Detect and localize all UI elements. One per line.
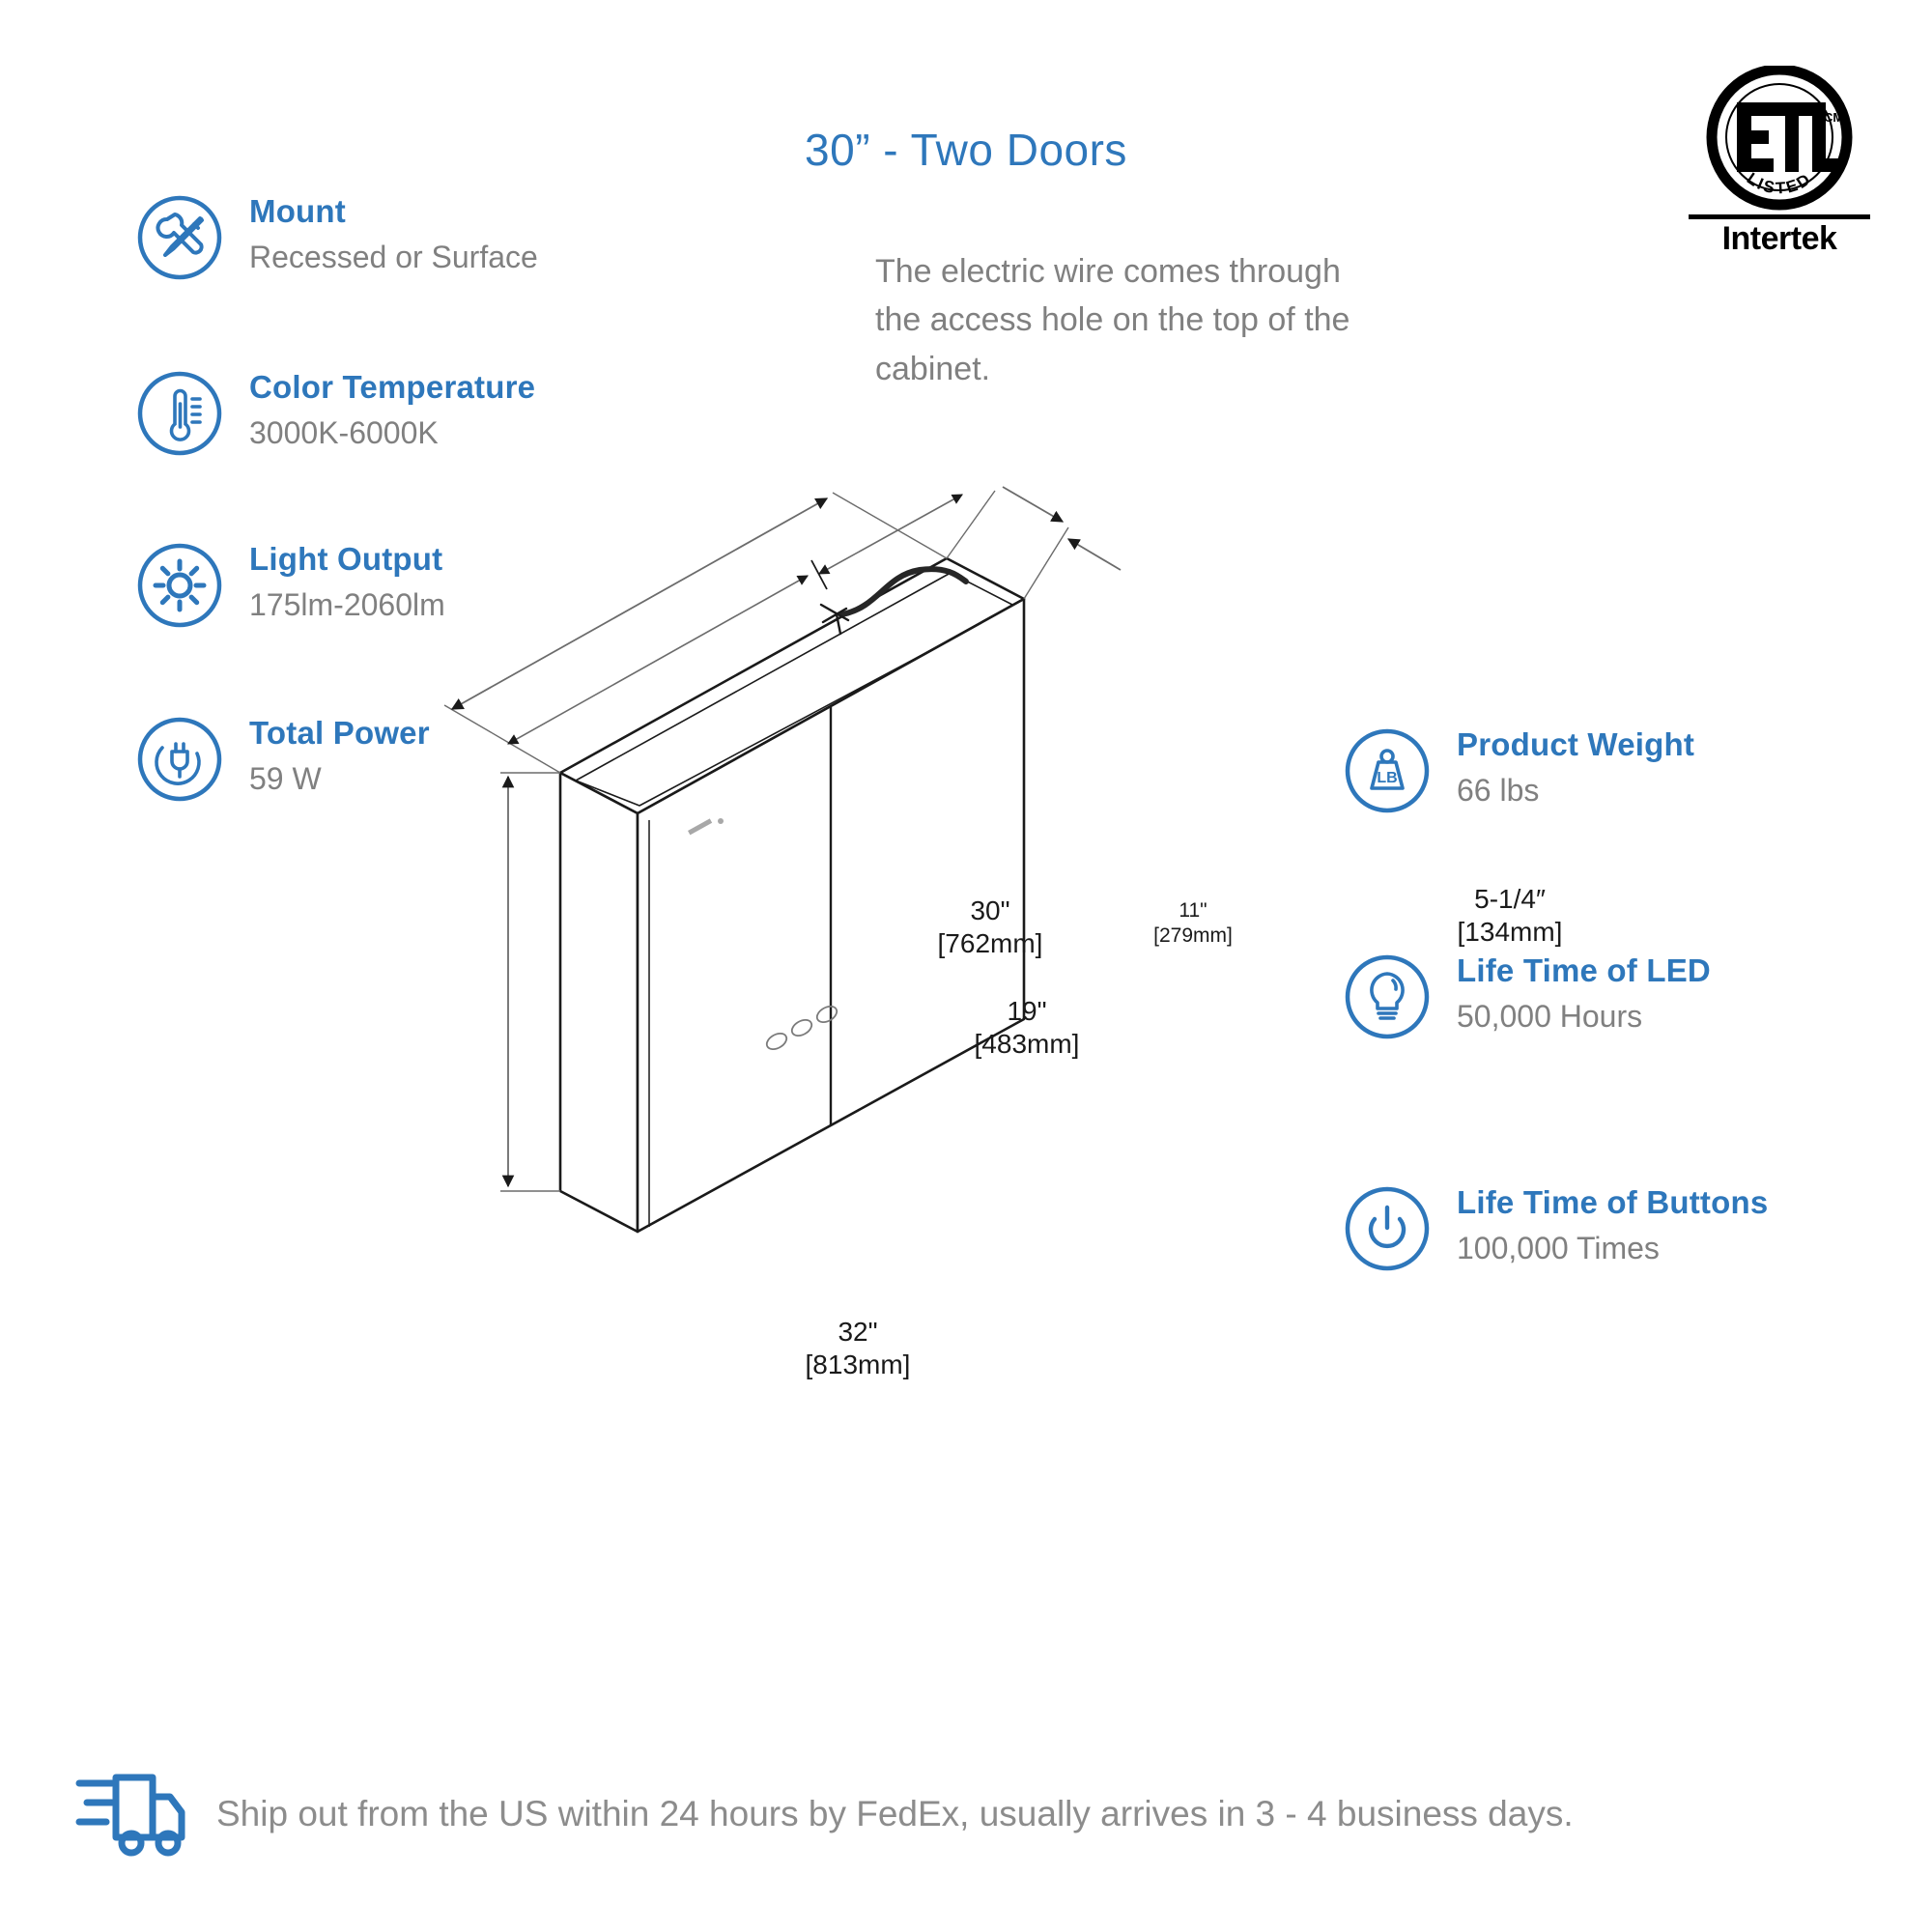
feature-mount: Mount Recessed or Surface [135, 189, 538, 282]
feature-title: Life Time of LED [1457, 952, 1711, 988]
feature-value: 175lm-2060lm [249, 587, 445, 623]
dimension-door-width-inches: 11" [1179, 899, 1208, 922]
sun-icon [135, 541, 224, 630]
intertek-label: Intertek [1721, 220, 1837, 257]
dimension-door-width-mm: [279mm] [1153, 923, 1233, 947]
wire-access-note: The electric wire comes through the acce… [875, 253, 1350, 387]
feature-value: 3000K-6000K [249, 415, 439, 451]
feature-title: Color Temperature [249, 369, 536, 405]
dimension-inner-width: 19" [483mm] [954, 995, 1099, 1061]
feature-product-weight: LB Product Weight 66 lbs [1343, 723, 1694, 815]
dimension-width: 30" [762mm] [908, 895, 1072, 960]
dimension-width-mm: [762mm] [937, 928, 1043, 959]
feature-title: Life Time of Buttons [1457, 1184, 1769, 1220]
feature-total-power: Total Power 59 W [135, 711, 430, 804]
feature-value: 100,000 Times [1457, 1231, 1660, 1266]
shipping-text: Ship out from the US within 24 hours by … [216, 1794, 1574, 1833]
dimension-inner-width-mm: [483mm] [974, 1029, 1080, 1060]
etl-certification-mark: CM LISTED Intertek [1683, 66, 1876, 257]
dimension-height-mm: [813mm] [805, 1350, 911, 1380]
feature-title: Total Power [249, 715, 430, 751]
power-plug-icon [135, 715, 224, 804]
feature-button-lifetime: Life Time of Buttons 100,000 Times [1343, 1180, 1768, 1273]
feature-title: Product Weight [1457, 726, 1695, 762]
cabinet-technical-drawing: 30" [762mm] 11" [279mm] 5-1/4″ [134mm] 1… [386, 415, 1562, 1379]
feature-value: 59 W [249, 761, 322, 797]
dimension-inner-width-inches: 19" [1007, 996, 1047, 1026]
dimension-width-inches: 30" [970, 895, 1010, 925]
svg-text:LB: LB [1377, 770, 1397, 786]
thermometer-icon [135, 369, 224, 458]
feature-title: Mount [249, 193, 346, 229]
power-button-icon [1343, 1184, 1432, 1273]
dimension-depth: 5-1/4″ [134mm] [1418, 883, 1602, 949]
feature-value: 66 lbs [1457, 773, 1540, 809]
dimension-height: 32" [813mm] [781, 1316, 935, 1381]
dimension-height-inches: 32" [838, 1317, 878, 1347]
dimension-depth-inches: 5-1/4″ [1474, 884, 1546, 914]
feature-color-temperature: Color Temperature 3000K-6000K [135, 365, 535, 458]
etl-listed-icon: CM LISTED [1706, 66, 1853, 211]
svg-text:LISTED: LISTED [1744, 169, 1815, 198]
feature-led-lifetime: Life Time of LED 50,000 Hours [1343, 949, 1711, 1041]
cabinet-isometric-svg [443, 486, 1122, 1234]
svg-text:CM: CM [1824, 110, 1843, 125]
feature-value: Recessed or Surface [249, 240, 538, 275]
feature-title: Light Output [249, 541, 443, 577]
feature-value: 50,000 Hours [1457, 999, 1643, 1035]
wrench-screwdriver-icon [135, 193, 224, 282]
shipping-notice: Ship out from the US within 24 hours by … [73, 1768, 1574, 1861]
weight-icon: LB [1343, 726, 1432, 815]
dimension-depth-mm: [134mm] [1457, 917, 1563, 948]
dimension-door-width: 11" [279mm] [1130, 898, 1256, 948]
lightbulb-icon [1343, 952, 1432, 1041]
feature-light-output: Light Output 175lm-2060lm [135, 537, 445, 630]
page-title: 30” - Two Doors [805, 125, 1127, 175]
etl-divider [1689, 214, 1870, 219]
delivery-truck-icon [73, 1768, 189, 1861]
